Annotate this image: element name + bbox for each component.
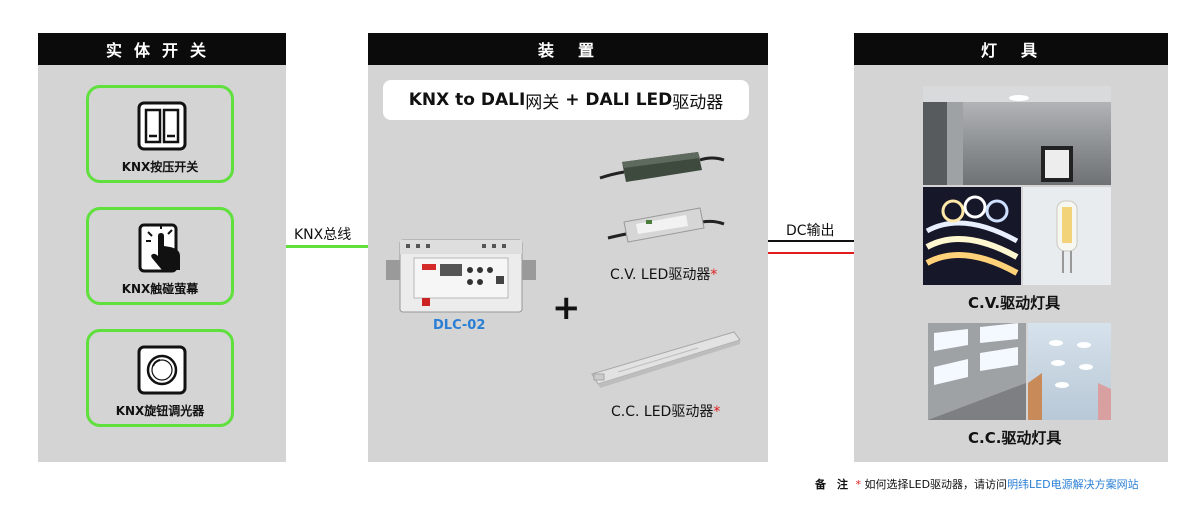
switch-panel: 实体开关 KNX按压开关 KNX触碰萤幕 — [38, 33, 286, 462]
touch-screen-label: KNX触碰萤幕 — [121, 282, 199, 296]
gateway-model-label: DLC-02 — [433, 318, 486, 333]
cc-driver-image — [588, 326, 744, 390]
dc-output-label: DC输出 — [786, 223, 835, 239]
fixture-panel-header: 灯 具 — [854, 33, 1168, 65]
cc-driver-label-text: C.C. LED驱动器 — [611, 404, 714, 420]
cv-driver-label-text: C.V. LED驱动器 — [610, 267, 711, 283]
footer-note-text: 如何选择LED驱动器，请访问 — [864, 478, 1008, 491]
rotary-dimmer-icon — [136, 344, 188, 396]
footer-note-label: 备 注 — [815, 478, 848, 491]
cv-driver-dark-image — [598, 148, 726, 188]
push-switch-box: KNX按压开关 — [86, 85, 234, 183]
rotary-dimmer-label: KNX旋钮调光器 — [115, 404, 205, 418]
footer-note: 备 注 * 如何选择LED驱动器，请访问明纬LED电源解决方案网站 — [815, 476, 1139, 492]
cv-driver-asterisk: * — [710, 267, 718, 283]
cv-g4-bulb-photo — [1023, 187, 1111, 285]
cv-ceiling-downlight-photo — [923, 86, 1111, 185]
cc-fixture-label: C.C.驱动灯具 — [968, 429, 1062, 447]
dc-output-red-line — [768, 252, 854, 254]
subtitle-prefix: KNX to DALI — [408, 90, 526, 110]
rotary-dimmer-box: KNX旋钮调光器 — [86, 329, 234, 427]
touch-screen-icon — [136, 222, 188, 274]
switch-panel-header: 实体开关 — [38, 33, 286, 65]
cv-driver-silver-image — [606, 200, 726, 248]
cv-led-strip-photo — [923, 187, 1021, 285]
footer-link[interactable]: 明纬LED电源解决方案网站 — [1007, 478, 1139, 491]
knx-bus-line — [286, 245, 368, 248]
touch-screen-box: KNX触碰萤幕 — [86, 207, 234, 305]
plus-sign: + — [552, 288, 581, 328]
cv-driver-label: C.V. LED驱动器* — [610, 264, 717, 284]
device-panel-header: 装 置 — [368, 33, 768, 65]
subtitle-gateway: 网关 — [525, 92, 560, 113]
push-switch-label: KNX按压开关 — [121, 160, 199, 174]
cc-recessed-light-photo — [1028, 323, 1111, 420]
knx-bus-label: KNX总线 — [294, 227, 352, 243]
cc-driver-label: C.C. LED驱动器* — [611, 401, 720, 421]
dlc02-gateway-image — [386, 236, 536, 316]
cc-driver-asterisk: * — [713, 404, 721, 420]
subtitle-plus: + DALI LED — [559, 90, 673, 110]
dc-output-black-line — [768, 240, 854, 242]
subtitle-driver: 驱动器 — [672, 92, 724, 113]
footer-asterisk: * — [855, 478, 862, 491]
push-switch-icon — [136, 100, 188, 152]
cc-panel-light-photo — [928, 323, 1026, 420]
cv-fixture-label: C.V.驱动灯具 — [968, 294, 1061, 312]
